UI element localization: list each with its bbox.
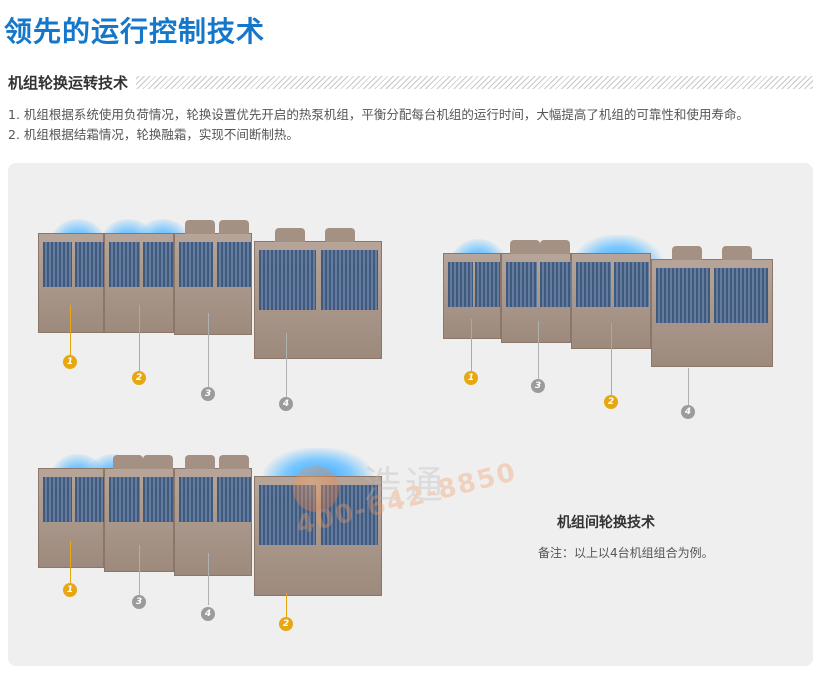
unit-badge: 3: [201, 387, 215, 401]
unit-badge: 4: [681, 405, 695, 419]
heat-pump-unit: [174, 455, 252, 576]
unit-badge: 2: [279, 617, 293, 631]
heat-pump-unit: [174, 220, 252, 335]
unit-group-1: [38, 203, 388, 359]
unit-badge: 3: [132, 595, 146, 609]
unit-group-2: [443, 223, 783, 367]
description-line-2: 2. 机组根据结霜情况，轮换融霜，实现不间断制热。: [8, 127, 299, 142]
unit-badge: 3: [531, 379, 545, 393]
heat-pump-unit: [443, 253, 501, 339]
unit-badge: 1: [63, 355, 77, 369]
unit-badge: 1: [464, 371, 478, 385]
unit-badge: 4: [279, 397, 293, 411]
unit-badge: 2: [604, 395, 618, 409]
section-subheading: 机组轮换运转技术: [8, 74, 813, 92]
note-text: 备注：以上以4台机组组合为例。: [538, 546, 714, 560]
section-subheading-label: 机组轮换运转技术: [8, 74, 137, 92]
heat-pump-unit: [501, 240, 571, 343]
heat-pump-unit: [651, 246, 773, 367]
description-line-1: 1. 机组根据系统使用负荷情况，轮换设置优先开启的热泵机组，平衡分配每台机组的运…: [8, 107, 749, 122]
heat-pump-unit: [254, 228, 382, 359]
unit-badge: 1: [63, 583, 77, 597]
heat-pump-unit: [38, 233, 104, 333]
unit-group-3: [38, 438, 388, 596]
heat-pump-unit: [38, 468, 104, 568]
diagram-panel: 1 2 3 4 1 3 2 4: [8, 163, 813, 666]
page-title: 领先的运行控制技术: [4, 15, 266, 48]
hatch-divider: [8, 76, 813, 89]
unit-badge: 4: [201, 607, 215, 621]
unit-badge: 2: [132, 371, 146, 385]
note-title: 机组间轮换技术: [557, 515, 655, 531]
heat-pump-unit: [254, 476, 382, 596]
